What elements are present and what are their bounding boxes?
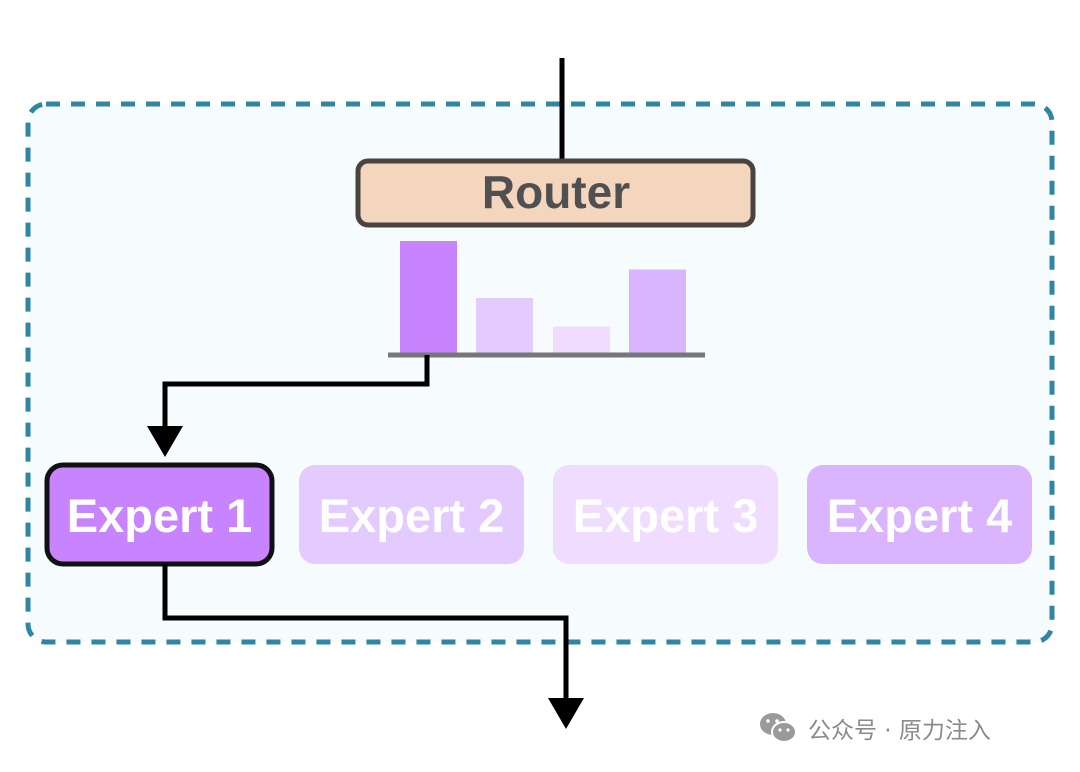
watermark: 公众号 · 原力注入 (758, 708, 991, 748)
expert-4: Expert 4 (807, 465, 1032, 564)
expert-2-box (299, 465, 524, 564)
routing-bar-3 (553, 326, 610, 355)
moe-layer-container (25, 101, 1055, 645)
expert-1-label: Expert 1 (67, 489, 252, 542)
route-arrowhead (147, 426, 183, 457)
expert-3-label: Expert 3 (573, 489, 758, 542)
expert-4-label: Expert 4 (827, 489, 1012, 542)
expert-1-box (44, 462, 275, 567)
expert-3: Expert 3 (553, 465, 778, 564)
expert-2-label: Expert 2 (319, 489, 504, 542)
router-label: Router (482, 166, 630, 218)
router-block: Router (355, 158, 756, 228)
expert-3-box (553, 465, 778, 564)
routing-weight-bars (400, 241, 686, 355)
experts-row: Expert 1 Expert 2 Expert 3 Expert 4 (44, 462, 1032, 567)
wechat-icon (760, 713, 797, 743)
expert-1: Expert 1 (44, 462, 275, 567)
output-arrow (162, 564, 584, 729)
output-arrowhead (548, 698, 584, 729)
expert-4-box (807, 465, 1032, 564)
expert-2: Expert 2 (299, 465, 524, 564)
watermark-text: 公众号 · 原力注入 (808, 718, 991, 744)
router-box (355, 158, 756, 228)
route-arrow (147, 355, 430, 457)
routing-bar-2 (476, 298, 533, 355)
routing-bar-1 (400, 241, 457, 355)
routing-bar-4 (629, 269, 686, 355)
